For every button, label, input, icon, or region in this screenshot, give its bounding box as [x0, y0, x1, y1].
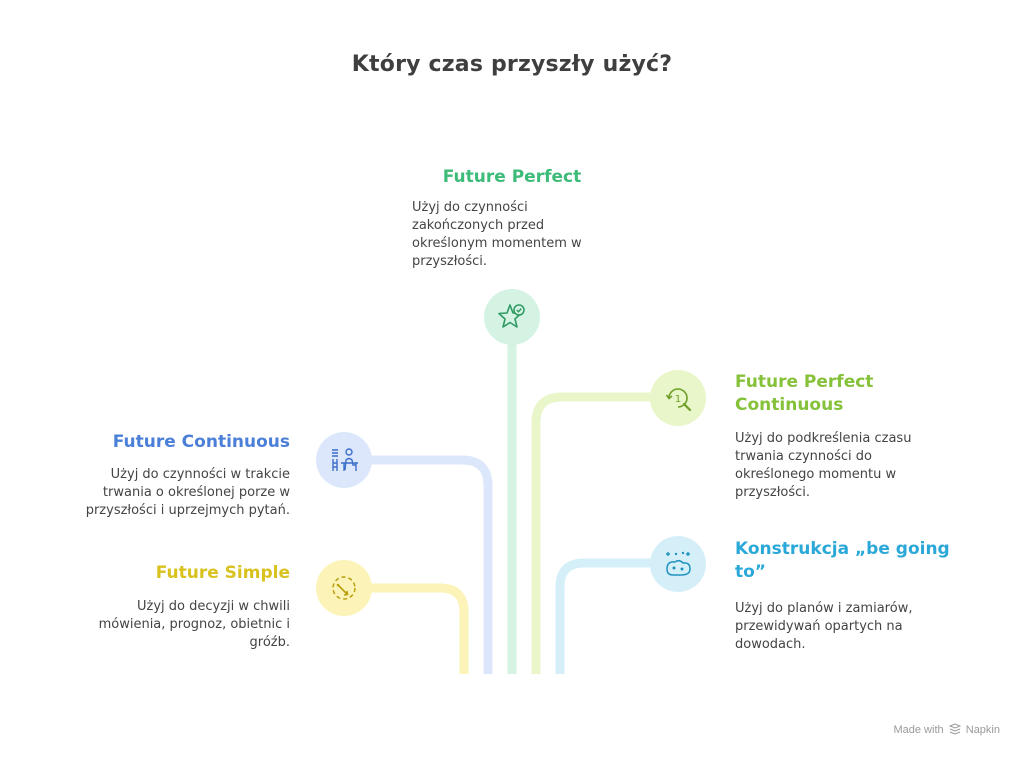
future-perfect-continuous-heading: Future Perfect Continuous — [735, 372, 874, 415]
crystal-ball-icon — [666, 551, 691, 576]
future-simple-heading: Future Simple — [155, 563, 290, 583]
future-continuous-node — [316, 432, 372, 488]
be-going-to-heading: Konstrukcja „be going to” — [735, 539, 950, 582]
future-simple-node — [316, 560, 372, 616]
footer-brand: Napkin — [965, 724, 1000, 736]
be-going-to-description: Użyj do planów i zamiarów, przewidywań o… — [735, 601, 913, 652]
future-simple-description: Użyj do decyzji w chwili mówienia, progn… — [98, 599, 290, 650]
star-check-icon — [498, 304, 525, 328]
be-going-to-node — [650, 536, 706, 592]
napkin-credit[interactable]: Made with Napkin — [893, 723, 1000, 736]
diagram-title: Który czas przyszły użyć? — [351, 52, 673, 77]
future-perfect-continuous-node: 1 — [650, 370, 706, 426]
footer-prefix: Made with — [893, 724, 944, 736]
clock-search-icon: 1 — [665, 388, 692, 412]
stem-future-simple — [360, 583, 469, 674]
future-perfect-node — [484, 289, 540, 345]
stem-future-perfect-continuous — [531, 392, 655, 674]
clock-arrow-icon — [332, 576, 356, 600]
future-perfect-description: Użyj do czynności zakończonych przed okr… — [412, 200, 582, 269]
future-continuous-heading: Future Continuous — [112, 432, 290, 452]
stem-future-continuous — [370, 455, 493, 674]
future-continuous-description: Użyj do czynności w trakcie trwania o ok… — [85, 467, 290, 518]
future-perfect-continuous-description: Użyj do podkreślenia czasu trwania czynn… — [735, 431, 912, 500]
stem-be-going-to — [555, 558, 655, 674]
future-perfect-heading: Future Perfect — [442, 167, 582, 187]
svg-text:1: 1 — [675, 394, 681, 405]
napkin-logo-icon — [948, 723, 961, 735]
person-desk-icon — [332, 448, 358, 471]
